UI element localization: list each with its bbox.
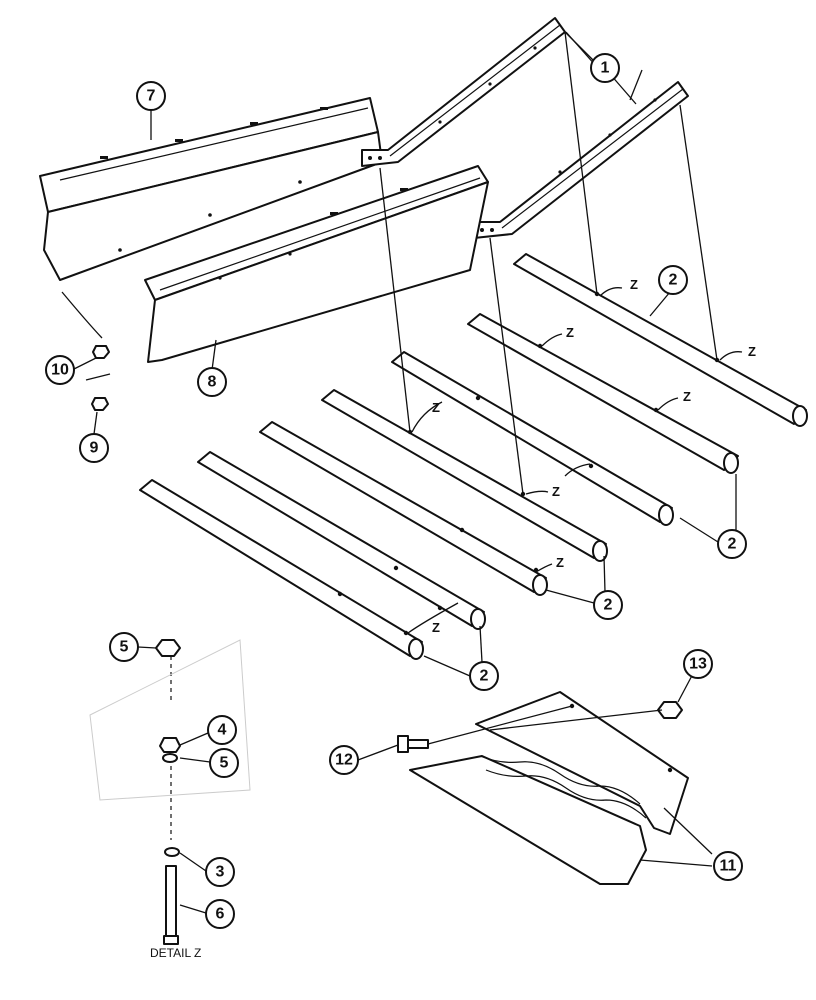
detail-z-assembly [89, 639, 251, 945]
z-marker-3: Z [566, 325, 574, 340]
callout-13-label: 13 [689, 656, 707, 673]
z-marker-1: Z [630, 277, 638, 292]
callout-10: 10 [45, 355, 75, 385]
callout-7-label: 7 [147, 88, 156, 105]
tube-part-2-c [391, 351, 674, 526]
z-marker-5: Z [432, 400, 440, 415]
callout-1: 1 [590, 53, 620, 83]
callout-2-middle-label: 2 [604, 597, 613, 614]
callout-2-top: 2 [658, 265, 688, 295]
z-markers: Z Z Z Z Z Z Z Z [407, 277, 756, 635]
callout-9-label: 9 [90, 440, 99, 457]
callout-1-label: 1 [601, 60, 610, 77]
tube-part-2-g [139, 479, 424, 660]
callout-8-label: 8 [208, 374, 217, 391]
bracket-part-1-upper [361, 17, 566, 167]
z-marker-8: Z [432, 620, 440, 635]
callout-8: 8 [197, 367, 227, 397]
assembly-lines [379, 31, 718, 495]
callout-leaders [71, 31, 737, 914]
callout-11-label: 11 [720, 858, 737, 875]
callout-2-bottom: 2 [469, 661, 499, 691]
tube-part-2-d [321, 389, 608, 562]
z-marker-6: Z [552, 484, 560, 499]
callout-10-label: 10 [51, 362, 69, 379]
tube-part-2-a [513, 253, 808, 427]
callout-5-bottom-label: 5 [220, 755, 229, 772]
callout-4: 4 [207, 715, 237, 745]
detail-z-label: DETAIL Z [150, 946, 201, 960]
callout-2-top-label: 2 [669, 272, 678, 289]
callout-2-right: 2 [717, 529, 747, 559]
channel-part-8 [144, 165, 489, 363]
callout-4-label: 4 [218, 722, 227, 739]
callout-3-label: 3 [216, 864, 225, 881]
callout-3: 3 [205, 857, 235, 887]
z-marker-4: Z [683, 389, 691, 404]
callout-13: 13 [683, 649, 713, 679]
callout-7: 7 [136, 81, 166, 111]
callout-2-right-label: 2 [728, 536, 737, 553]
callout-6: 6 [205, 899, 235, 929]
shield-part-11 [409, 691, 689, 885]
callout-11: 11 [713, 851, 743, 881]
tube-part-2-e [259, 421, 548, 596]
callout-12: 12 [329, 745, 359, 775]
bolt-part-12 [397, 735, 429, 753]
tube-part-2-b [467, 313, 739, 474]
callout-6-label: 6 [216, 906, 225, 923]
fastener-items-9-10 [61, 291, 111, 411]
channel-part-7 [39, 97, 383, 281]
callout-9: 9 [79, 433, 109, 463]
callout-5-top: 5 [109, 632, 139, 662]
z-marker-7: Z [556, 555, 564, 570]
callout-5-bottom: 5 [209, 748, 239, 778]
callout-5-top-label: 5 [120, 639, 129, 656]
callout-2-bottom-label: 2 [480, 668, 489, 685]
callout-12-label: 12 [335, 752, 353, 769]
z-marker-2: Z [748, 344, 756, 359]
callout-2-middle: 2 [593, 590, 623, 620]
tube-part-2-f [197, 451, 486, 630]
